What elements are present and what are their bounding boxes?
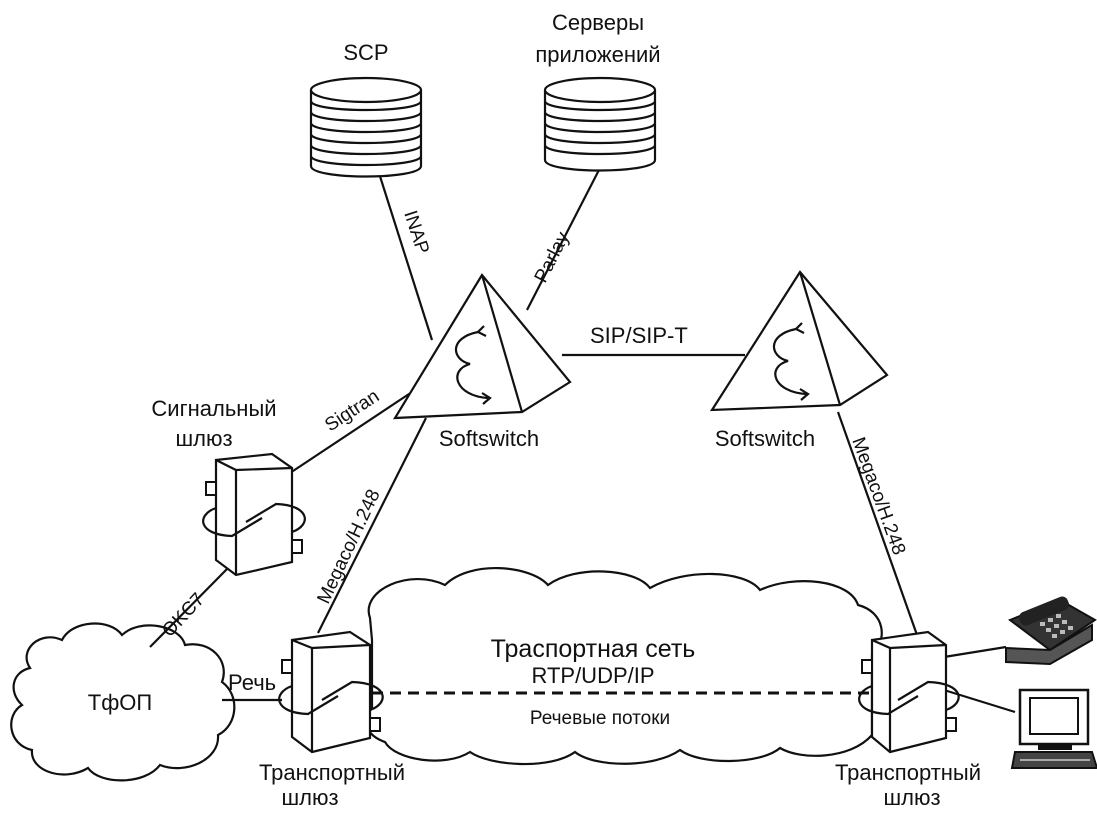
pc-link: [943, 688, 1016, 714]
parlay-link: [526, 167, 601, 311]
transport-gw-left-label-line1: Транспортный: [259, 760, 405, 785]
oks7-link: [149, 567, 229, 648]
sip-label: SIP/SIP-T: [590, 323, 688, 348]
megaco-left-label: Megaco/H.248: [313, 486, 384, 607]
transport-gw-left-icon: [278, 630, 384, 754]
transport-gw-left-label-line2: шлюз: [281, 785, 338, 810]
app-servers-database-icon: [543, 76, 657, 172]
transport-gw-right-label-line2: шлюз: [883, 785, 940, 810]
megaco-right-link: [836, 411, 919, 636]
sigtran-label: Sigtran: [321, 386, 383, 436]
transport-gw-right-icon: [858, 630, 960, 754]
scp-database-icon: [309, 76, 423, 178]
transport-gw-right-label-line1: Транспортный: [835, 760, 981, 785]
megaco-left-link: [317, 417, 427, 634]
sigtran-link: [289, 391, 413, 474]
telephone-icon: [1005, 596, 1097, 666]
transport-network-label-line2: RTP/UDP/IP: [531, 663, 654, 688]
app-servers-label-line2: приложений: [535, 42, 660, 67]
labels: SCP Серверы приложений INAP Parlay SIP/S…: [88, 10, 981, 810]
pstn-label: ТфОП: [88, 690, 152, 715]
oks7-label: OKC7: [158, 589, 209, 641]
app-servers-label-line1: Серверы: [552, 10, 644, 35]
softswitch-right-icon: [709, 270, 889, 412]
softswitch-left-icon: [392, 273, 572, 420]
pstn-cloud: [10, 622, 236, 782]
phone-link: [943, 645, 1007, 659]
parlay-label: Parlay: [531, 228, 574, 286]
inap-link: [376, 169, 434, 341]
transport-network-label-line1: Траспортная сеть: [491, 635, 696, 663]
signal-gateway-icon: [202, 452, 306, 577]
megaco-right-label: Megaco/H.248: [847, 435, 909, 558]
signal-gateway-label-line2: шлюз: [175, 426, 232, 451]
connection-lines: [149, 167, 1016, 714]
softswitch-left-label: Softswitch: [439, 426, 539, 451]
speech-label: Речь: [228, 670, 276, 695]
scp-label: SCP: [343, 40, 388, 65]
computer-icon: [1010, 688, 1097, 769]
signal-gateway-label-line1: Сигнальный: [151, 396, 276, 421]
softswitch-right-label: Softswitch: [715, 426, 815, 451]
speech-streams-label: Речевые потоки: [530, 708, 670, 729]
